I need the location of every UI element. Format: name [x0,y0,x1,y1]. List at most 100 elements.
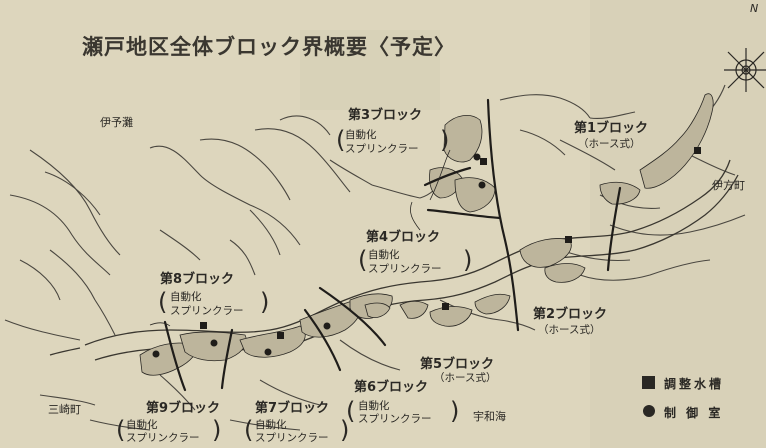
contour-line [499,319,536,331]
tank-marker [442,303,449,310]
contour-line [249,209,281,256]
place-iyonada: 伊予灘 [100,116,133,129]
block-boundary [426,208,502,220]
contour-line [254,128,351,193]
river-line [84,159,731,346]
control-marker [264,348,272,356]
block-6-method-line2: スプリンクラー [358,413,432,425]
contour-line [44,171,101,216]
block-3-method-line1: 自動化 [345,129,377,141]
tank-marker [480,158,487,165]
block-7-paren-open: ( [244,416,254,444]
contour-line [259,379,321,406]
orchard-area [239,325,306,358]
contour-line [19,259,61,301]
orchard-area [429,167,463,199]
block-3-label: 第3ブロック [348,108,423,123]
block-7-paren-close: ) [340,416,350,444]
block-boundary [318,286,387,347]
block-8-paren-close: ) [260,288,270,316]
block-8-method-line2: スプリンクラー [170,305,244,317]
block-4-method-line1: 自動化 [368,249,400,261]
block-9-label: 第9ブロック [146,401,221,416]
block-4-label: 第4ブロック [366,230,441,245]
contour-line [159,374,196,411]
tank-markers [200,147,701,339]
block-7-method-line2: スプリンクラー [255,432,329,444]
contour-line [229,419,301,431]
control-marker [473,153,481,161]
block-1-method: （ホース式） [578,138,641,150]
place-uwakai: 宇和海 [473,410,506,423]
river-line [49,347,81,356]
legend-tank-label: 調整水槽 [664,377,725,391]
block-6-label: 第6ブロック [354,380,429,395]
block-boundary [486,98,520,332]
contour-line [29,149,121,256]
control-marker [323,322,331,330]
contour-line [519,129,566,156]
contour-line [149,145,301,246]
block-3-paren-close: ) [440,126,450,154]
block-3-paren-open: ( [336,126,346,154]
block-boundary [220,328,234,390]
block-9-paren-open: ( [116,416,126,444]
block-7-method-line1: 自動化 [255,419,287,431]
block-9-method-line1: 自動化 [126,419,158,431]
leader-line [149,322,171,327]
block-9-method-line2: スプリンクラー [126,432,200,444]
tank-marker [694,147,701,154]
orchard-area [474,293,511,315]
contour-line [279,115,331,136]
orchard-areas [139,93,714,376]
contour-line [579,259,711,281]
block-8-paren-open: ( [158,288,168,316]
block-6-paren-open: ( [346,397,356,425]
block-boundaries [163,98,622,392]
control-marker [152,350,160,358]
legend-tank-icon [642,376,655,389]
block-7-label: 第7ブロック [255,401,330,416]
orchard-area [544,263,586,283]
block-6-paren-close: ) [450,397,460,425]
block-boundary [163,320,187,392]
place-misaki: 三崎町 [48,403,81,416]
compass-rose [724,48,766,92]
block-6-method-line1: 自動化 [358,400,390,412]
contour-line [229,239,256,276]
contour-line [339,339,401,371]
leader-line [429,149,451,201]
contour-line [329,159,373,186]
tank-marker [200,322,207,329]
control-marker [478,181,486,189]
leader-line [410,201,421,231]
orchard-area [639,93,714,189]
contour-line [199,138,291,201]
contour-lines [4,84,746,431]
orchard-area [399,300,429,319]
orchard-area [139,342,197,376]
leader-lines [149,149,451,327]
contour-line [9,194,111,276]
block-8-label: 第8ブロック [160,272,235,287]
block-2-label: 第2ブロック [533,307,608,322]
block-4-method-line2: スプリンクラー [368,263,442,275]
map-title: 瀬戸地区全体ブロック界概要〈予定〉 [82,34,456,59]
background-shade [300,30,440,110]
orchard-area [429,306,473,327]
block-boundary [423,166,472,187]
tank-marker [565,236,572,243]
block-8-method-line1: 自動化 [170,291,202,303]
contour-line [94,299,116,336]
contour-line [4,319,81,341]
block-5-label: 第5ブロック [420,357,495,372]
orchard-area [364,302,391,318]
block-boundary [606,186,622,272]
place-ikata: 伊方町 [712,179,745,192]
contour-line [559,139,616,171]
orchard-area [454,177,496,213]
block-5-method: （ホース式） [434,372,497,384]
block-9-paren-close: ) [212,416,222,444]
tank-marker [277,332,284,339]
